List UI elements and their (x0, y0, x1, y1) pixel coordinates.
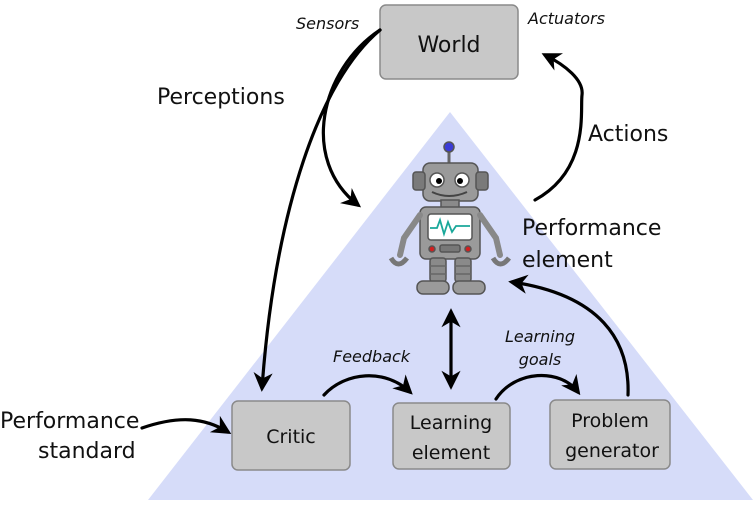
learning-element-label-1: Learning (410, 412, 493, 434)
world-node: World (379, 4, 519, 80)
feedback-label: Feedback (333, 347, 411, 366)
performance-standard-label-1: Performance (0, 409, 139, 434)
actuators-label: Actuators (527, 9, 605, 28)
sensors-to-critic-arrow (253, 28, 382, 392)
critic-node: Critic (231, 400, 351, 471)
actions-label: Actions (588, 122, 668, 147)
learning-goals-label-1: Learning (505, 327, 575, 346)
problem-generator-arrow (508, 274, 630, 397)
actions-arrow (533, 53, 584, 202)
performance-element-label-2: element (522, 248, 613, 273)
perceptions-label: Perceptions (157, 85, 285, 110)
problem-generator-label-2: generator (565, 440, 659, 462)
learning-goals-arrow (494, 373, 581, 401)
learning-element-label-2: element (412, 442, 490, 464)
perceptions-arrow (321, 28, 382, 208)
feedback-arrow (322, 374, 413, 397)
critic-label: Critic (266, 426, 316, 448)
performance-standard-arrow (140, 415, 232, 434)
learning-goals-label-2: goals (519, 350, 562, 369)
performance-standard-label-2: standard (38, 439, 136, 464)
performance-element-label-1: Performance (522, 216, 661, 241)
problem-generator-node: Problem generator (549, 399, 671, 470)
world-label: World (417, 33, 480, 58)
problem-generator-label-1: Problem (571, 410, 649, 432)
sensors-label: Sensors (296, 14, 359, 33)
robot-icon (388, 141, 511, 295)
learning-element-node: Learning element (392, 402, 511, 470)
